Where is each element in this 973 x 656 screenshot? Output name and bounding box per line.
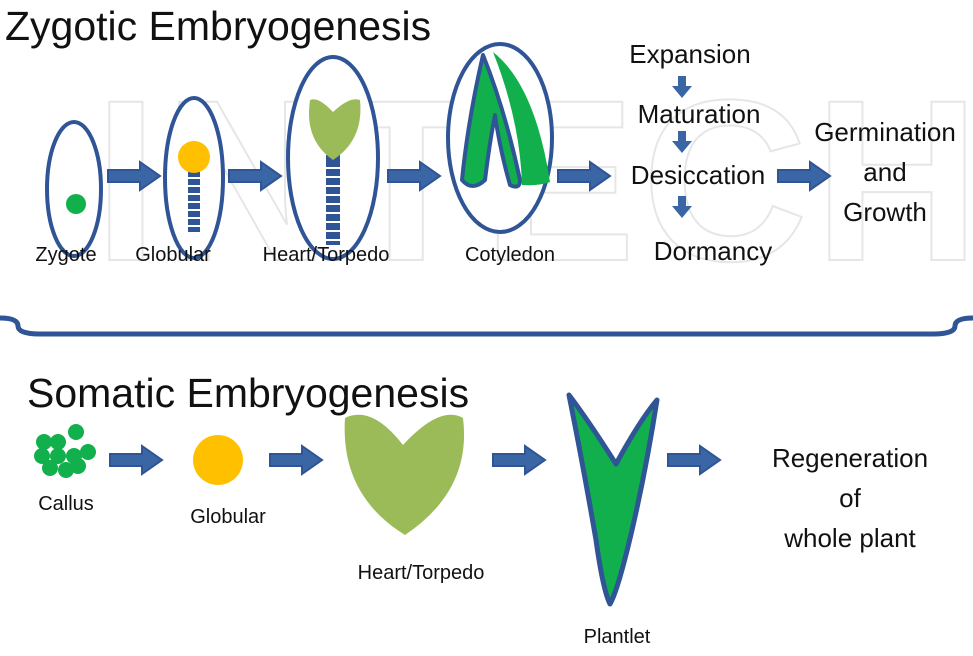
arrow-callus-to-globular bbox=[109, 445, 163, 475]
zygotic-stage-globular: Globular bbox=[135, 244, 211, 266]
step-dormancy: Dormancy bbox=[653, 236, 773, 266]
somatic-outcome-line-1: Regeneration bbox=[771, 443, 929, 473]
somatic-stage-callus: Callus bbox=[38, 493, 94, 515]
somatic-outcome-line-3: whole plant bbox=[784, 523, 916, 553]
somatic-title: Somatic Embryogenesis bbox=[27, 370, 470, 416]
zygotic-stage-cotyledon: Cotyledon bbox=[464, 244, 556, 266]
somatic-stage-globular: Globular bbox=[190, 506, 266, 528]
step-maturation: Maturation bbox=[637, 99, 761, 129]
zygotic-stage-heart-torpedo: Heart/Torpedo bbox=[262, 244, 390, 266]
zygotic-outcome-line-3: Growth bbox=[843, 197, 927, 227]
zygotic-outcome-line-2: and bbox=[863, 157, 907, 187]
zygotic-outcome-line-1: Germination bbox=[814, 117, 956, 147]
somatic-stage-plantlet: Plantlet bbox=[583, 626, 651, 648]
section-divider bbox=[0, 315, 973, 337]
somatic-outcome-line-2: of bbox=[839, 483, 861, 513]
cotyledon-icon bbox=[446, 42, 554, 234]
somatic-outcome: Regeneration of whole plant bbox=[772, 438, 928, 558]
zygotic-title: Zygotic Embryogenesis bbox=[5, 3, 432, 49]
somatic-globular-icon bbox=[193, 435, 243, 485]
arrow-somatic-globular-to-heart bbox=[269, 445, 323, 475]
zygote-icon bbox=[45, 120, 103, 258]
zygotic-outcome: Germination and Growth bbox=[814, 112, 956, 232]
step-expansion: Expansion bbox=[629, 39, 751, 69]
arrow-plantlet-to-regeneration bbox=[667, 445, 721, 475]
step-desiccation: Desiccation bbox=[630, 160, 766, 190]
zygotic-globular-icon bbox=[163, 96, 225, 260]
arrow-somatic-heart-to-plantlet bbox=[492, 445, 546, 475]
somatic-stage-heart-torpedo: Heart/Torpedo bbox=[357, 562, 485, 584]
plantlet-icon bbox=[566, 392, 660, 607]
zygotic-heart-icon bbox=[286, 55, 380, 261]
somatic-heart-icon bbox=[344, 414, 465, 535]
zygotic-stage-zygote: Zygote bbox=[35, 244, 97, 266]
callus-icon bbox=[34, 424, 96, 478]
